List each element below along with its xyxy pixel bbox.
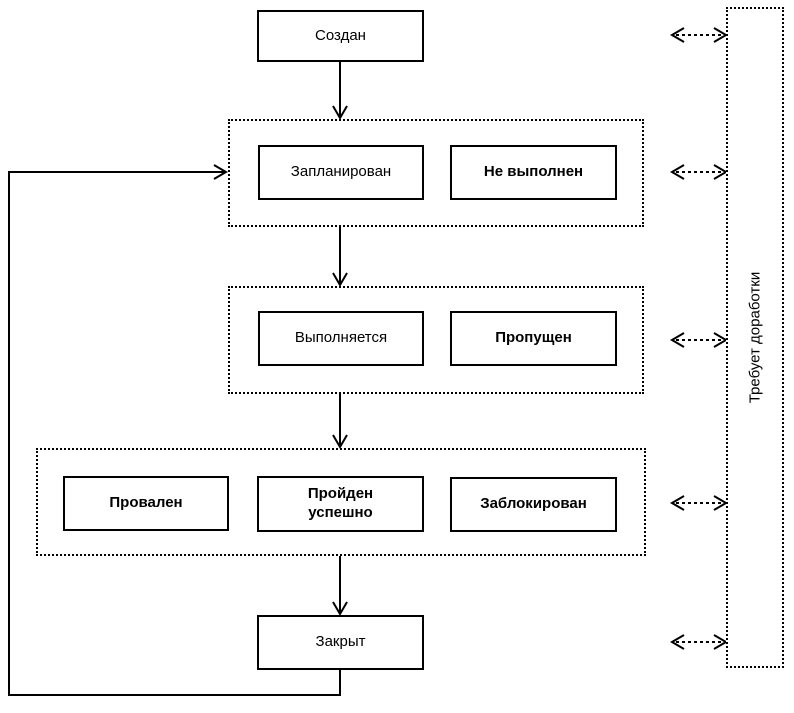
dashed-link-created-rework: [670, 27, 728, 43]
group-execution-states: [228, 286, 644, 394]
arrowhead-down-icon: [332, 105, 348, 120]
dashed-link-inprogress-rework: [670, 332, 728, 348]
lane-requires-rework-label: Требует доработки: [746, 271, 764, 404]
arrow-inprogress-to-result-group: [332, 394, 348, 449]
arrowhead-left-icon: [670, 495, 685, 511]
node-passed-label: Пройден успешно: [307, 485, 374, 521]
arrowhead-left-icon: [670, 164, 685, 180]
node-failed: Провален: [63, 476, 229, 531]
arrowhead-down-icon: [332, 601, 348, 616]
dashed-link-planned-rework: [670, 164, 728, 180]
node-created: Создан: [257, 10, 424, 62]
arrowhead-right-icon: [213, 164, 228, 180]
node-skipped: Пропущен: [450, 311, 617, 366]
node-planned: Запланирован: [258, 145, 424, 200]
arrowhead-down-icon: [332, 434, 348, 449]
dashed-link-result-rework: [670, 495, 728, 511]
group-result-states: [36, 448, 646, 556]
arrowhead-left-icon: [670, 332, 685, 348]
group-planned-states: [228, 119, 644, 227]
node-in-progress: Выполняется: [258, 311, 424, 366]
node-closed: Закрыт: [257, 615, 424, 670]
arrowhead-down-icon: [332, 272, 348, 287]
arrowhead-left-icon: [670, 634, 685, 650]
arrow-planned-to-inprogress-group: [332, 227, 348, 287]
node-passed: Пройден успешно: [257, 476, 424, 532]
node-blocked: Заблокирован: [450, 477, 617, 532]
arrow-created-to-planned-group: [332, 62, 348, 120]
arrowhead-left-icon: [670, 27, 685, 43]
lane-requires-rework: Требует доработки: [726, 7, 784, 668]
dashed-link-closed-rework: [670, 634, 728, 650]
loop-closed-to-planned-group: [8, 164, 341, 696]
node-not-executed: Не выполнен: [450, 145, 617, 200]
arrow-result-to-closed: [332, 556, 348, 616]
